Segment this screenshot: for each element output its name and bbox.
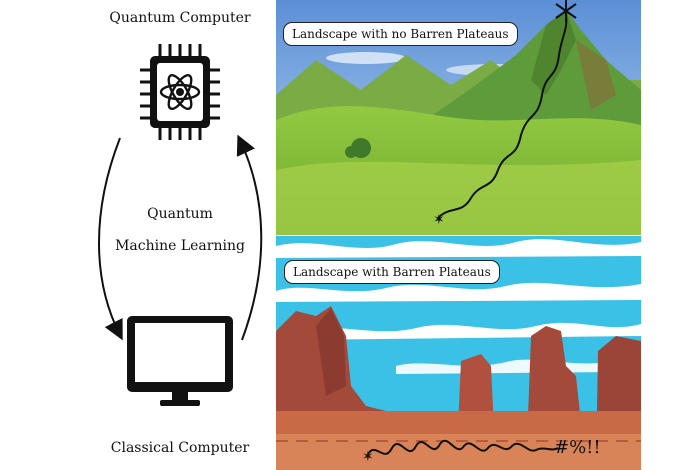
monitor-icon (127, 316, 233, 406)
cycle-arrow-down (98, 137, 123, 341)
classical-computer-label: Classical Computer (110, 440, 250, 456)
cycle-arrows (98, 134, 263, 341)
landscape-top-caption: Landscape with no Barren Plateaus (283, 22, 518, 46)
qml-label-line2: Machine Learning (115, 238, 245, 254)
landscape-no-barren-plateaus: ✶ (276, 0, 641, 235)
landscape-bottom-caption: Landscape with Barren Plateaus (284, 260, 500, 284)
svg-text:✶: ✶ (362, 449, 374, 465)
cycle-arrow-up (236, 134, 263, 341)
quantum-computer-label: Quantum Computer (109, 10, 251, 26)
summit-star-icon (555, 0, 577, 22)
frustration-scribble: #%!! (554, 437, 601, 458)
random-walk-path (367, 439, 559, 455)
optimization-path (437, 13, 568, 219)
svg-text:✶: ✶ (433, 212, 445, 228)
cpu-atom-icon (140, 44, 220, 140)
qml-label-line1: Quantum (147, 206, 213, 222)
